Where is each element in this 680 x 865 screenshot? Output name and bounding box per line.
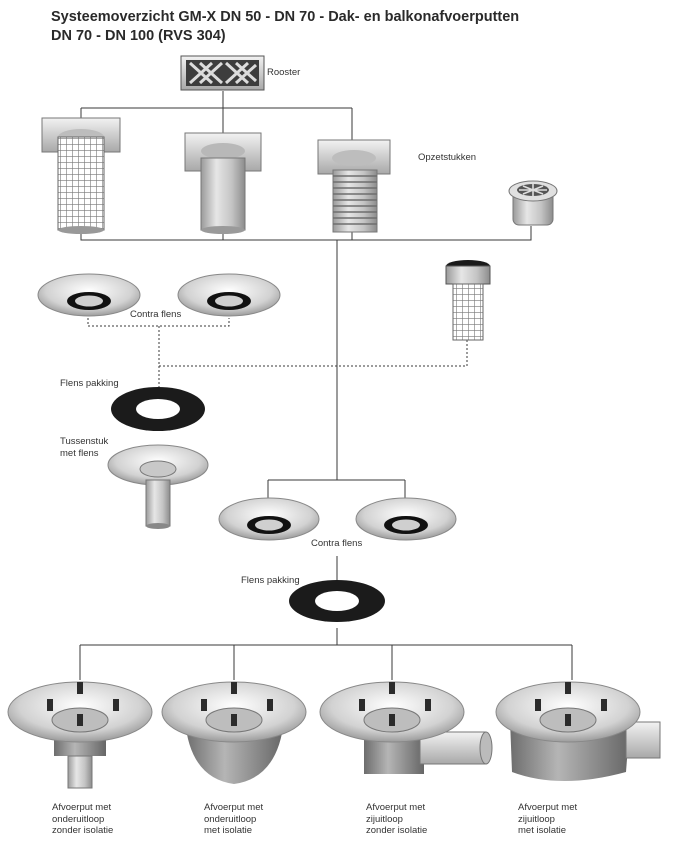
product-caption-line: met isolatie xyxy=(518,825,567,836)
product-caption-line: met isolatie xyxy=(204,825,253,836)
product-caption-line: zijuitloop xyxy=(366,813,403,825)
intermediate-piece-image xyxy=(107,444,209,529)
grate-image xyxy=(180,55,265,91)
extension-mesh-image xyxy=(41,117,121,234)
label-contra-flens-top: Contra flens xyxy=(130,309,182,320)
label-flens-pakking-mid: Flens pakking xyxy=(241,575,300,586)
extension-bellows-image xyxy=(317,139,391,233)
product-caption-line: Afvoerput met xyxy=(366,802,426,813)
product-caption-line: zijuitloop xyxy=(518,813,555,825)
label-contra-flens-mid: Contra flens xyxy=(311,538,363,549)
round-grate-image xyxy=(508,180,558,226)
page-title: Systeemoverzicht GM-X DN 50 - DN 70 - Da… xyxy=(51,8,519,46)
basket-image xyxy=(445,260,491,341)
flange-gasket-image-1 xyxy=(111,387,205,431)
extension-tube-image xyxy=(184,132,262,234)
product-caption-line: onderuitloop xyxy=(52,813,105,825)
counter-flange-image-4 xyxy=(355,497,457,541)
title-line-1: Systeemoverzicht GM-X DN 50 - DN 70 - Da… xyxy=(51,9,520,25)
drain-bottom-outlet-image xyxy=(7,681,153,789)
label-opzetstukken: Opzetstukken xyxy=(418,152,477,163)
product-caption-3: Afvoerput met zijuitloop zonder isolatie xyxy=(366,802,427,837)
title-line-2: DN 70 - DN 100 (RVS 304) xyxy=(51,28,226,44)
label-flens-pakking-top: Flens pakking xyxy=(60,378,119,389)
product-caption-line: zonder isolatie xyxy=(52,825,114,836)
product-caption-2: Afvoerput met onderuitloop met isolatie xyxy=(204,802,263,837)
drain-side-outlet-insulated-image xyxy=(495,681,661,781)
label-tussenstuk: Tussenstuk met flens xyxy=(60,436,108,459)
counter-flange-image-1 xyxy=(37,273,141,317)
counter-flange-image-2 xyxy=(177,273,281,317)
drain-bottom-outlet-insulated-image xyxy=(161,681,307,784)
connector-lines xyxy=(79,91,573,680)
label-tussenstuk-line-1: Tussenstuk xyxy=(60,436,109,447)
product-caption-line: zonder isolatie xyxy=(366,825,428,836)
product-caption-1: Afvoerput met onderuitloop zonder isolat… xyxy=(52,802,113,837)
dotted-lines xyxy=(87,318,468,395)
product-caption-line: Afvoerput met xyxy=(52,802,112,813)
product-caption-line: onderuitloop xyxy=(204,813,257,825)
flange-gasket-image-2 xyxy=(289,580,385,622)
product-caption-line: Afvoerput met xyxy=(204,802,264,813)
product-caption-line: Afvoerput met xyxy=(518,802,578,813)
counter-flange-image-3 xyxy=(218,497,320,541)
drain-side-outlet-image xyxy=(319,681,493,774)
label-rooster: Rooster xyxy=(267,67,301,78)
product-caption-4: Afvoerput met zijuitloop met isolatie xyxy=(518,802,577,837)
label-tussenstuk-line-2: met flens xyxy=(60,447,99,459)
